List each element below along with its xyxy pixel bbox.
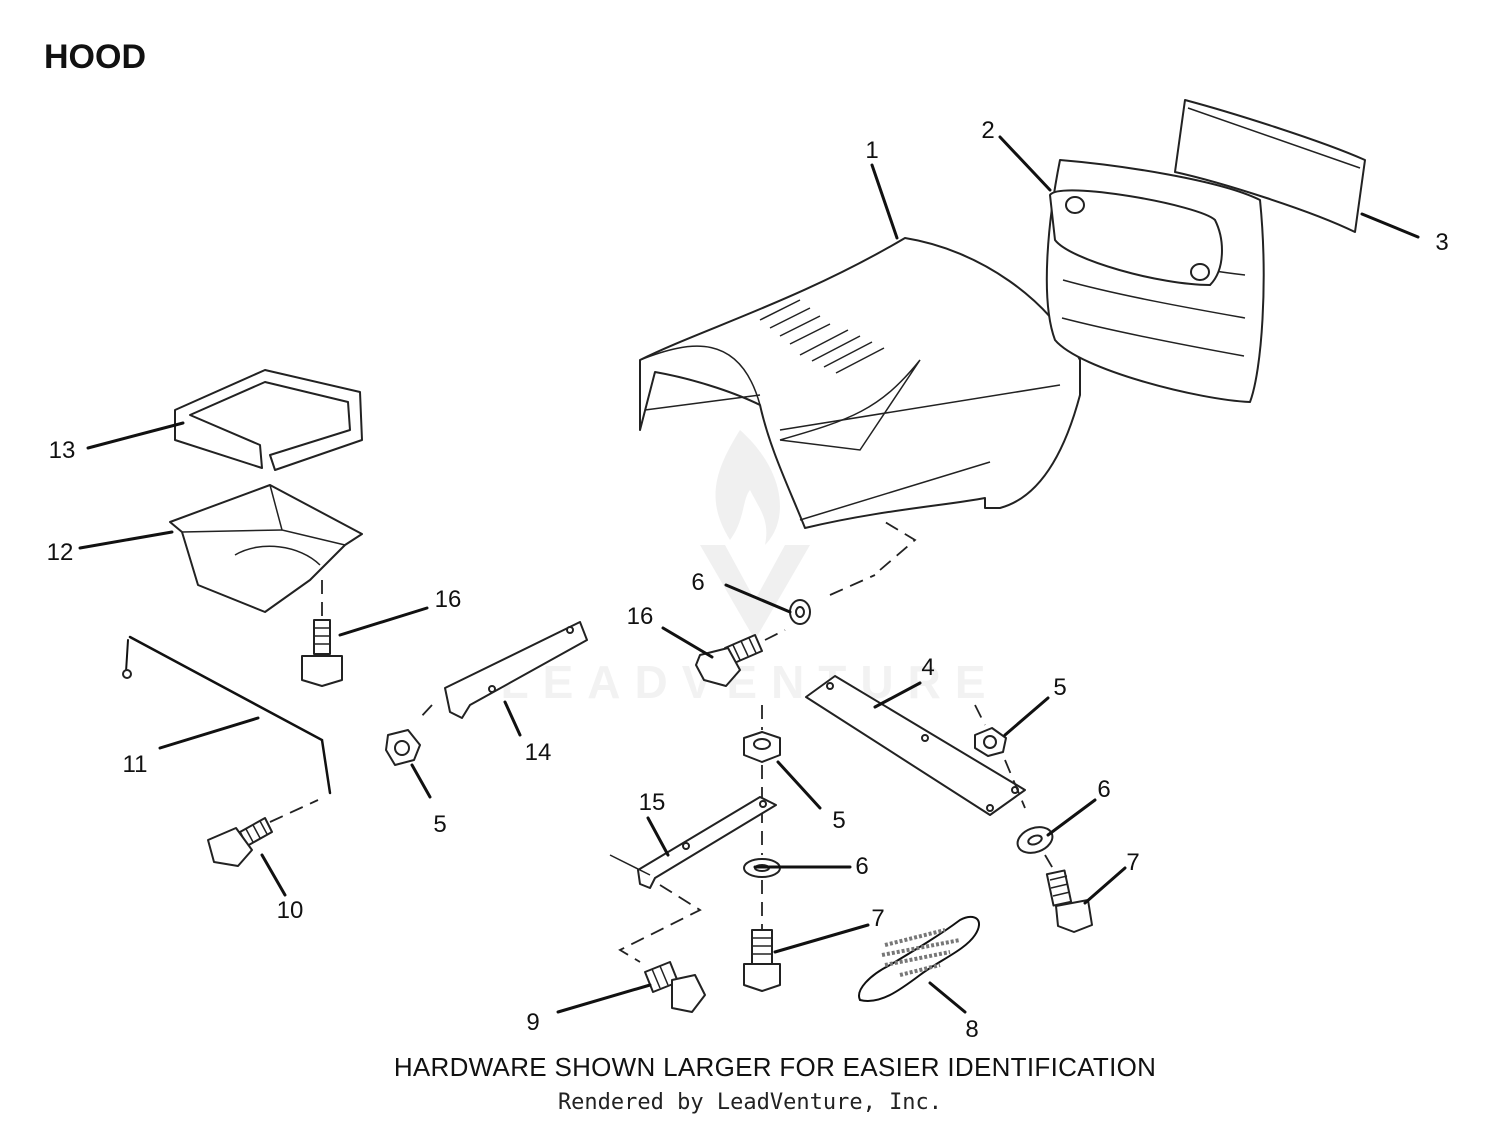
- callout-16-center: 16: [627, 603, 654, 630]
- part-plate-4[interactable]: [805, 675, 1026, 816]
- hood-vents: [759, 299, 885, 374]
- callout-7-center: 7: [871, 905, 884, 932]
- part-washer-6-right[interactable]: [1014, 823, 1056, 873]
- callout-6-right: 6: [1097, 776, 1110, 803]
- part-washer-6-bottom[interactable]: [743, 858, 781, 930]
- callout-2: 2: [981, 117, 994, 144]
- part-bolt-16-left[interactable]: [301, 580, 343, 687]
- watermark-flame-icon: [715, 430, 780, 545]
- part-grille[interactable]: [1045, 159, 1265, 403]
- callout-5-center: 5: [832, 807, 845, 834]
- callouts: 1 2 3 4 5 5 5 6 6 6 7 7 8 9 10 11 12 13 …: [47, 117, 1449, 1043]
- part-nut-5-center[interactable]: [743, 705, 781, 855]
- part-nut-5-left[interactable]: [385, 729, 421, 766]
- part-bolt-9[interactable]: [644, 961, 706, 1013]
- callout-14: 14: [525, 739, 552, 766]
- part-support-rod[interactable]: [122, 635, 332, 795]
- part-bolt-10[interactable]: [207, 799, 319, 867]
- callout-8: 8: [965, 1016, 978, 1043]
- part-duct-box[interactable]: [169, 484, 363, 613]
- part-decal[interactable]: [858, 915, 980, 1002]
- callout-9: 9: [526, 1009, 539, 1036]
- part-bolt-7-right[interactable]: [1045, 869, 1093, 933]
- decal-text-scribble: [881, 928, 961, 977]
- diagram-caption: HARDWARE SHOWN LARGER FOR EASIER IDENTIF…: [393, 1052, 1157, 1082]
- callout-13: 13: [49, 437, 76, 464]
- callout-15: 15: [639, 789, 666, 816]
- callout-10: 10: [277, 897, 304, 924]
- callout-1: 1: [865, 137, 878, 164]
- callout-6-top: 6: [691, 569, 704, 596]
- part-nut-5-right[interactable]: [974, 704, 1026, 809]
- callout-16-left: 16: [435, 586, 462, 613]
- part-emblem[interactable]: [1174, 99, 1366, 233]
- callout-3: 3: [1435, 229, 1448, 256]
- part-hood[interactable]: [639, 237, 1081, 529]
- callout-7-right: 7: [1126, 849, 1139, 876]
- callout-6-bottom: 6: [855, 853, 868, 880]
- callout-12: 12: [47, 539, 74, 566]
- part-seal[interactable]: [174, 369, 363, 471]
- part-bolt-16-center[interactable]: [695, 629, 786, 687]
- watermark-v-icon: [700, 545, 810, 640]
- callout-5-left: 5: [433, 811, 446, 838]
- callout-4: 4: [921, 654, 934, 681]
- callout-5-right: 5: [1053, 674, 1066, 701]
- part-bracket-15[interactable]: [609, 796, 777, 963]
- watermark-text: LEADVENTURE: [500, 656, 999, 708]
- leader-lines: [78, 135, 1420, 1014]
- watermark: LEADVENTURE: [500, 430, 999, 708]
- render-credit: Rendered by LeadVenture, Inc.: [557, 1090, 943, 1115]
- part-bolt-7-center[interactable]: [743, 929, 781, 992]
- callout-11: 11: [123, 751, 148, 778]
- part-bracket-14[interactable]: [419, 621, 588, 719]
- part-washer-6-top[interactable]: [789, 521, 917, 625]
- page-title: HOOD: [44, 38, 146, 76]
